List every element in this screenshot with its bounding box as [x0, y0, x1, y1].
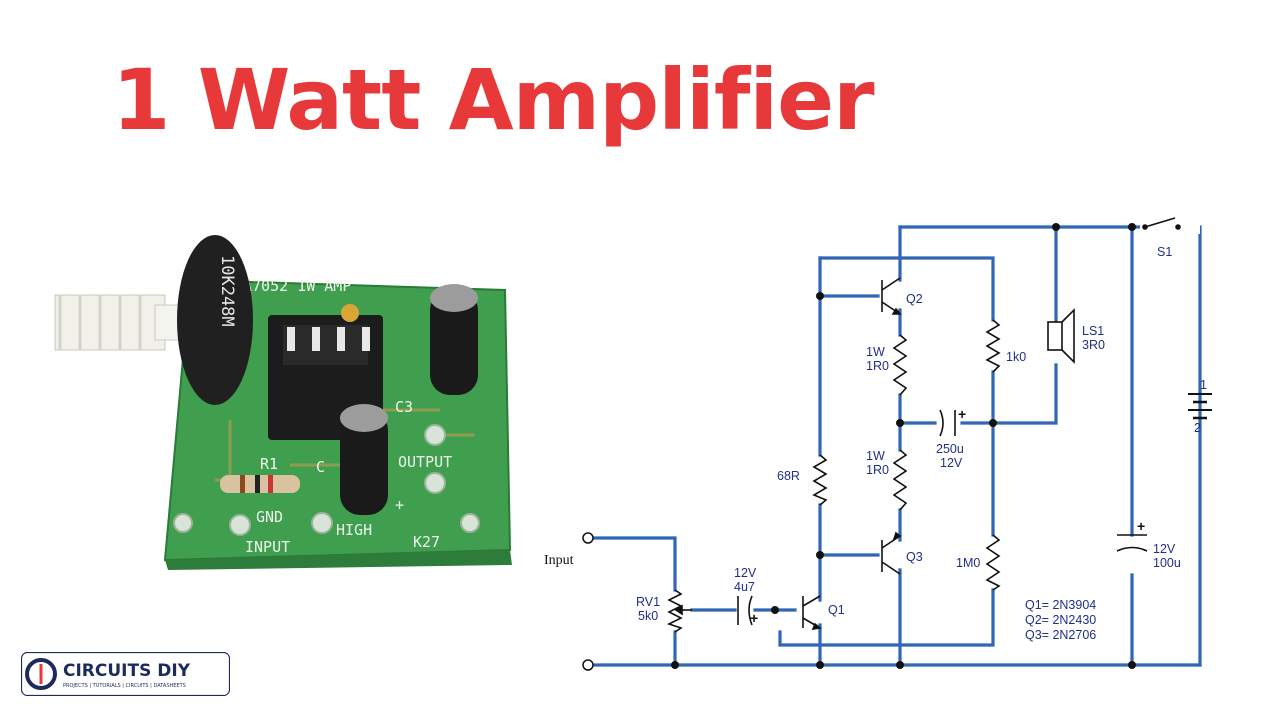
label-r-1m0: 1M0 [956, 556, 980, 570]
board-label-output: OUTPUT [398, 453, 452, 471]
label-s1: S1 [1157, 245, 1172, 259]
label-c-250u: 250u [936, 442, 964, 456]
label-r-68r: 68R [777, 469, 800, 483]
transistor-q2 [881, 277, 902, 315]
circuits-diy-logo: CIRCUITS DIY PROJECTS | TUTORIALS | CIRC… [21, 652, 230, 696]
capacitor-250u [939, 409, 956, 437]
label-c-4u7-volt: 12V [734, 566, 757, 580]
capacitor-bottom [340, 410, 388, 515]
board-label-plus: + [395, 496, 404, 514]
resistor-1r0-top [892, 334, 908, 396]
circuit-schematic: Input + + + Q2 Q3 Q1 1W 1R0 1W 1R0 1k0 6… [544, 217, 1212, 671]
label-c-250u-volt: 12V [940, 456, 963, 470]
label-b1-pin2: 2 [1194, 421, 1201, 435]
input-label: Input [544, 553, 574, 568]
svg-text:+: + [750, 610, 758, 626]
board-pads [173, 424, 480, 536]
wires [591, 225, 1202, 667]
label-ls1-value: 3R0 [1082, 338, 1105, 352]
svg-text:+: + [958, 406, 966, 422]
resistor-1m0 [985, 534, 1001, 591]
logo-icon [25, 658, 57, 690]
capacitor-4u7 [737, 595, 753, 626]
junction-dots [671, 223, 1136, 669]
label-q2: Q2 [906, 292, 923, 306]
board-label-k27: K27 [413, 533, 440, 551]
transistor-list-q1: Q1= 2N3904 [1025, 598, 1096, 612]
label-q1: Q1 [828, 603, 845, 617]
battery-b1 [1188, 393, 1212, 420]
board-label-c: C [316, 458, 325, 476]
logo-name: CIRCUITS DIY [63, 661, 191, 681]
label-c-100u: 100u [1153, 556, 1181, 570]
board-header-text: A7052 1W AMP [243, 277, 351, 295]
speaker-ls1 [1047, 308, 1075, 364]
board-label-input: INPUT [245, 538, 290, 556]
potentiometer-rv1 [666, 589, 692, 633]
label-r-1w-top: 1W [866, 345, 885, 359]
input-terminal-top [582, 532, 594, 544]
switch-s1 [1140, 217, 1200, 234]
label-b1-pin1: 1 [1200, 378, 1207, 392]
pot-shaft [54, 294, 166, 351]
capacitor-100u [1116, 534, 1148, 552]
input-terminal-bottom [582, 659, 594, 671]
amplifier-board-photo: A7052 1W AMP C3 C R1 OUTPUT GND HIGH INP… [54, 235, 512, 570]
board-label-c3: C3 [395, 398, 413, 416]
resistor-1k0 [985, 319, 1001, 373]
label-c-4u7: 4u7 [734, 580, 755, 594]
board-label-high: HIGH [336, 521, 372, 539]
label-r-1r0-top: 1R0 [866, 359, 889, 373]
label-r-1w-bottom: 1W [866, 449, 885, 463]
label-r-1r0-bottom: 1R0 [866, 463, 889, 477]
resistor-68r [812, 454, 828, 506]
pot-label: 10K248M [217, 255, 237, 327]
label-rv1-value: 5k0 [638, 609, 658, 623]
svg-text:+: + [1137, 518, 1145, 534]
label-q3: Q3 [906, 550, 923, 564]
potentiometer [177, 235, 253, 405]
label-rv1: RV1 [636, 595, 660, 609]
label-r-1k0: 1k0 [1006, 350, 1026, 364]
resistor-1r0-bottom [892, 449, 908, 511]
transistor-list-q2: Q2= 2N2430 [1025, 613, 1096, 627]
board-label-r1: R1 [260, 455, 278, 473]
label-c-100u-volt: 12V [1153, 542, 1176, 556]
page-title: 1 Watt Amplifier [112, 51, 875, 149]
transistor-q3 [881, 531, 902, 575]
transistor-list-q3: Q3= 2N2706 [1025, 628, 1096, 642]
label-ls1: LS1 [1082, 324, 1104, 338]
board-label-gnd: GND [256, 508, 283, 526]
transistor-q1 [802, 595, 822, 630]
capacitor-top [430, 290, 478, 395]
logo-tagline: PROJECTS | TUTORIALS | CIRCUITS | DATASH… [63, 683, 186, 689]
